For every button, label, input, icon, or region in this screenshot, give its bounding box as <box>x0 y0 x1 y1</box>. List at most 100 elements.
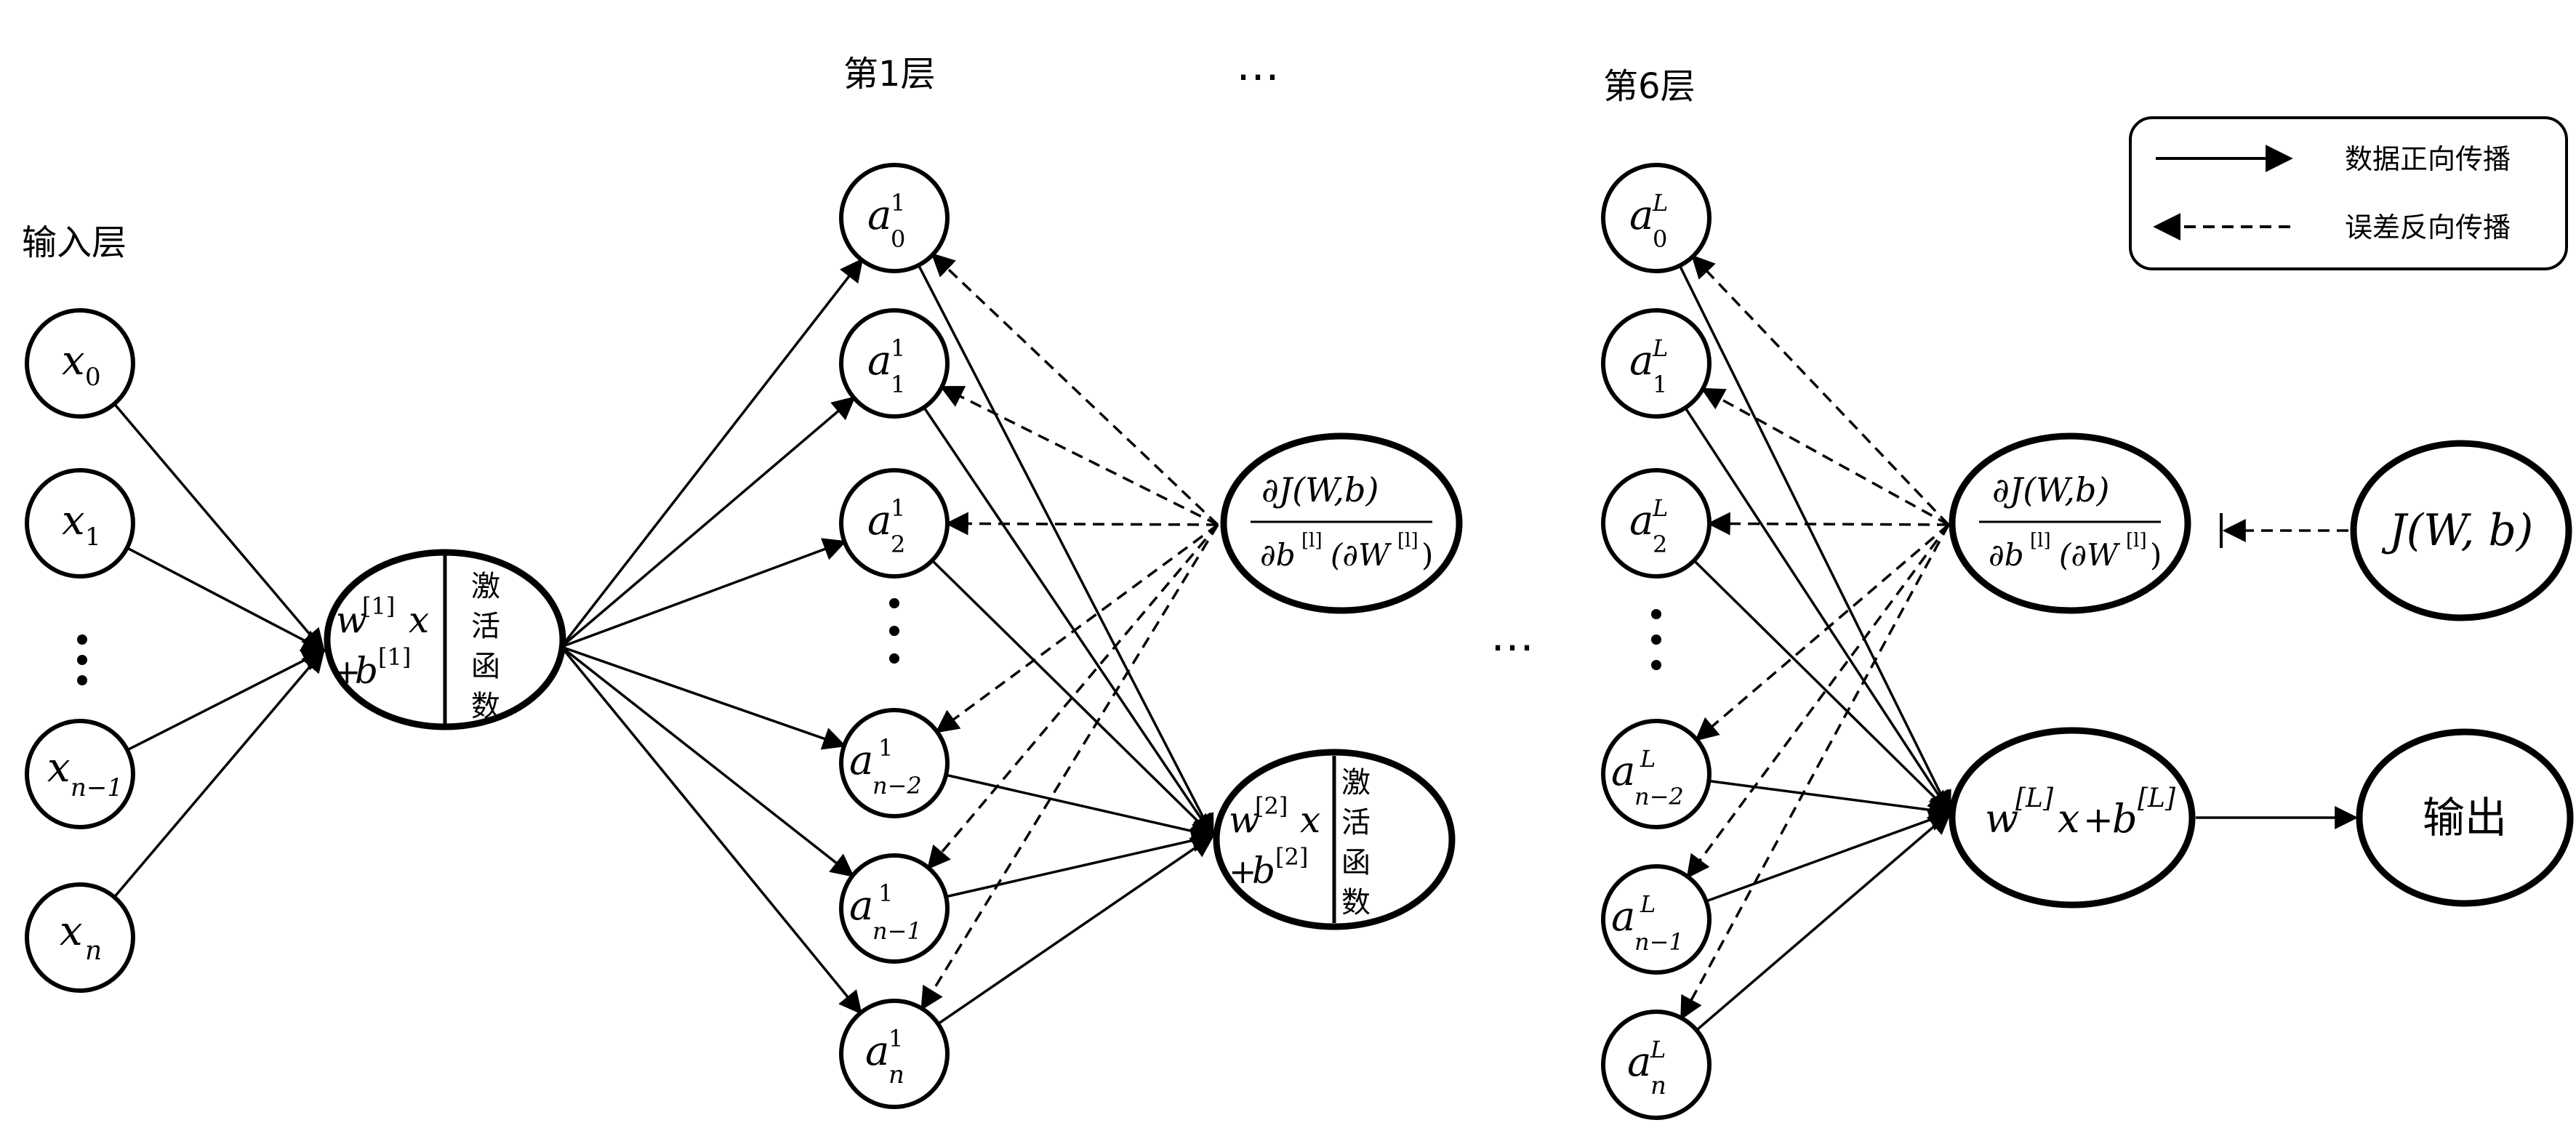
layer6-node: a L 2 <box>1601 468 1712 579</box>
svg-text:激: 激 <box>471 570 500 603</box>
layer1-node: a 1 n−2 <box>839 708 950 818</box>
svg-text:0: 0 <box>85 363 101 392</box>
layer1-node: a 1 n−1 <box>839 853 950 964</box>
svg-text:活: 活 <box>471 610 500 643</box>
forward-edge <box>923 406 1214 838</box>
top-ellipsis: … <box>1236 40 1280 91</box>
svg-text:n−2: n−2 <box>1634 783 1684 810</box>
final-neuron: w [L] x + b [L] <box>1949 727 2196 909</box>
svg-text:): ) <box>2150 537 2162 573</box>
gradient-node-layer1: ∂J(W,b) ∂b [l] (∂W [l] ) <box>1220 432 1463 614</box>
svg-text:∂J(W,b): ∂J(W,b) <box>1992 470 2109 509</box>
svg-text:+: + <box>1229 852 1257 891</box>
forward-edge <box>945 829 1216 898</box>
svg-text:1: 1 <box>878 879 893 907</box>
forward-edge <box>560 645 855 877</box>
svg-text:n−1: n−1 <box>71 773 123 802</box>
middle-ellipsis: … <box>1490 611 1534 661</box>
svg-text:x: x <box>2058 796 2079 842</box>
svg-text:0: 0 <box>891 225 905 253</box>
svg-text:x: x <box>47 744 71 791</box>
svg-text:函: 函 <box>1341 846 1371 879</box>
layer6-node: a L 1 <box>1601 308 1712 419</box>
legend-forward-label: 数据正向传播 <box>2345 143 2511 175</box>
svg-text:a: a <box>1611 748 1635 795</box>
svg-text:1: 1 <box>878 734 893 762</box>
svg-text:w: w <box>1229 799 1260 841</box>
output-node: 输出 <box>2356 728 2574 907</box>
svg-text:a: a <box>1629 497 1653 544</box>
svg-text:∂J(W,b): ∂J(W,b) <box>1261 470 1379 509</box>
svg-text:1: 1 <box>85 523 101 552</box>
backward-edge <box>1686 523 1950 879</box>
input-node: x n <box>25 882 135 993</box>
forward-edge <box>127 649 326 752</box>
layer1-node: a 1 1 <box>839 308 950 419</box>
svg-text:数: 数 <box>1341 886 1371 919</box>
svg-text:a: a <box>849 737 873 784</box>
neuron-2: w [2] x + b [2] 激 活 函 数 <box>1213 749 1456 930</box>
forward-edge <box>937 834 1215 1026</box>
svg-text:n: n <box>888 1060 904 1089</box>
layer6-vertical-ellipsis <box>1651 609 1661 670</box>
svg-text:b: b <box>355 650 378 692</box>
layer1-vertical-ellipsis <box>889 598 899 664</box>
forward-edge <box>1684 407 1951 815</box>
svg-text:[1]: [1] <box>362 592 395 620</box>
svg-text:1: 1 <box>891 189 905 217</box>
svg-text:a: a <box>867 497 891 544</box>
svg-text:): ) <box>1421 537 1433 573</box>
backward-edge <box>1701 387 1949 526</box>
forward-edge <box>1678 265 1951 815</box>
svg-text:1: 1 <box>891 494 905 522</box>
input-node: x 1 <box>25 468 135 579</box>
layer1-node: a 1 0 <box>839 163 950 273</box>
svg-text:2: 2 <box>1653 531 1667 558</box>
svg-text:a: a <box>1611 893 1635 940</box>
svg-text:活: 活 <box>1341 806 1371 839</box>
layer1-node: a 1 2 <box>839 468 950 579</box>
svg-text:[l]: [l] <box>2030 530 2051 552</box>
edges <box>113 253 2359 1031</box>
svg-text:输出: 输出 <box>2423 793 2507 842</box>
svg-text:∂b: ∂b <box>1989 537 2024 573</box>
forward-edge <box>561 538 847 648</box>
legend-backward-label: 误差反向传播 <box>2345 212 2511 243</box>
svg-text:[l]: [l] <box>1397 530 1419 552</box>
input-layer-label: 输入层 <box>22 222 127 263</box>
layer6-node: a L 0 <box>1601 163 1712 273</box>
svg-text:[L]: [L] <box>2015 783 2054 813</box>
svg-text:n: n <box>85 936 102 966</box>
layer6-node: a L n <box>1601 1010 1712 1120</box>
backward-edge <box>931 253 1219 526</box>
svg-text:1: 1 <box>891 334 905 362</box>
svg-text:2: 2 <box>891 531 905 558</box>
svg-text:L: L <box>1640 890 1656 918</box>
forward-edge <box>1709 779 1953 822</box>
forward-edge <box>931 559 1215 838</box>
layer-6-label: 第6层 <box>1603 66 1696 107</box>
forward-edge <box>945 773 1216 843</box>
layer-1-label: 第1层 <box>843 54 936 94</box>
gradient-node-layer6: ∂J(W,b) ∂b [l] (∂W [l] ) <box>1949 432 2191 614</box>
svg-text:n−1: n−1 <box>1634 928 1684 956</box>
svg-text:n−2: n−2 <box>872 772 922 799</box>
neuron-1: w [1] x + b [1] 激 活 函 数 <box>324 549 566 730</box>
cost-node: J(W, b) <box>2350 440 2572 621</box>
forward-edge <box>561 645 847 750</box>
svg-text:1: 1 <box>888 1025 903 1052</box>
svg-text:L: L <box>1640 745 1656 773</box>
legend: 数据正向传播 误差反向传播 <box>2129 116 2568 270</box>
svg-text:a: a <box>867 337 891 384</box>
svg-text:x: x <box>60 908 83 955</box>
backward-edge <box>1706 512 1949 536</box>
svg-text:w: w <box>1985 796 2018 842</box>
forward-edge <box>113 403 326 653</box>
backward-edge <box>935 523 1219 733</box>
forward-edge <box>560 396 856 648</box>
forward-edge <box>560 258 864 648</box>
svg-text:(∂W: (∂W <box>2059 537 2121 573</box>
forward-edge <box>1693 559 1952 815</box>
svg-text:[l]: [l] <box>1301 530 1323 552</box>
svg-text:a: a <box>867 192 891 239</box>
